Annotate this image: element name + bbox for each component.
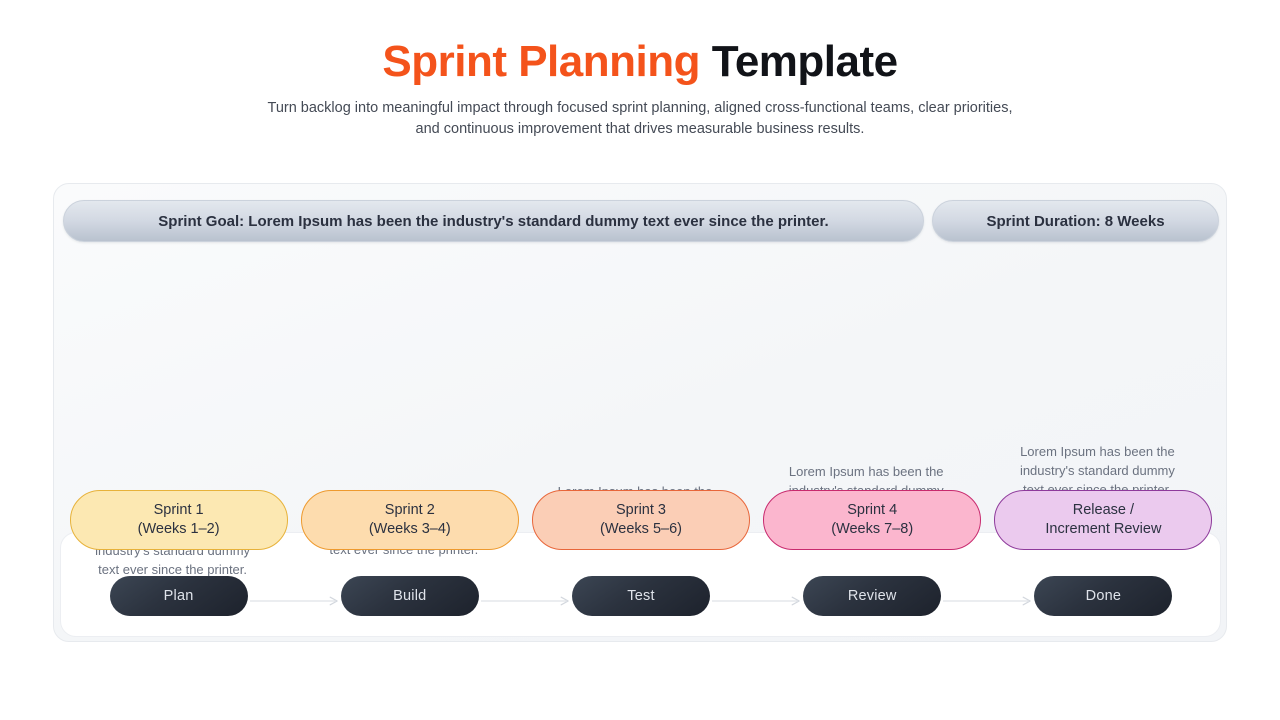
stage-pill[interactable]: Test bbox=[572, 576, 710, 616]
sprint-column: Lorem Ipsum has been the industry's stan… bbox=[988, 250, 1219, 630]
sprint-description: Lorem Ipsum has been the industry's stan… bbox=[1019, 444, 1175, 497]
stage-pill-label: Plan bbox=[163, 588, 194, 604]
sprint-pill-line1: Release / bbox=[1072, 501, 1135, 518]
stage-pill[interactable]: Review bbox=[803, 576, 942, 616]
banner-row: Sprint Goal: Lorem Ipsum has been the in… bbox=[63, 200, 1219, 242]
stage-pill-label: Build bbox=[393, 588, 427, 604]
sprint-goal-banner[interactable]: Sprint Goal: Lorem Ipsum has been the in… bbox=[63, 200, 924, 242]
sprint-board: Sprint Goal: Lorem Ipsum has been the in… bbox=[53, 183, 1227, 642]
sprint-pill[interactable]: Sprint 3 (Weeks 5–6) bbox=[532, 490, 750, 550]
stage-pill[interactable]: Plan bbox=[109, 576, 248, 616]
sprint-columns: Lorem Ipsum has been the industry's stan… bbox=[63, 250, 1219, 630]
sprint-pill-line2: Increment Review bbox=[1045, 521, 1162, 537]
stage-pill-label: Test bbox=[627, 588, 655, 604]
sprint-pill-line2: (Weeks 5–6) bbox=[600, 521, 682, 537]
sprint-pill[interactable]: Sprint 2 (Weeks 3–4) bbox=[300, 490, 519, 550]
sprint-column: Lorem Ipsum has been the industry's stan… bbox=[63, 250, 338, 630]
sprint-pill-line2: (Weeks 7–8) bbox=[831, 521, 914, 537]
page-title-accent: Sprint Planning bbox=[382, 37, 700, 86]
page-title: Sprint Planning Template bbox=[0, 40, 1280, 84]
stage-pill-label: Done bbox=[1085, 588, 1122, 604]
sprint-pill-line1: Sprint 1 bbox=[153, 501, 204, 518]
sprint-pill[interactable]: Sprint 1 (Weeks 1–2) bbox=[69, 490, 288, 550]
sprint-pill-line1: Sprint 3 bbox=[616, 501, 666, 518]
sprint-pill[interactable]: Release / Increment Review bbox=[994, 490, 1213, 550]
sprint-pill-line1: Sprint 2 bbox=[384, 501, 435, 518]
page-header: Sprint Planning Template Turn backlog in… bbox=[0, 0, 1280, 140]
stage-pill[interactable]: Build bbox=[340, 576, 479, 616]
sprint-column: Lorem Ipsum has been the industry's stan… bbox=[525, 250, 800, 630]
sprint-column: Lorem Ipsum has been the industry's stan… bbox=[757, 250, 1031, 630]
sprint-pill[interactable]: Sprint 4 (Weeks 7–8) bbox=[763, 490, 982, 550]
page-title-rest: Template bbox=[699, 37, 898, 86]
page-subtitle: Turn backlog into meaningful impact thro… bbox=[267, 100, 1013, 138]
stage-pill[interactable]: Done bbox=[1034, 576, 1173, 616]
sprint-pill-line2: (Weeks 1–2) bbox=[137, 521, 220, 537]
stage-pill-label: Review bbox=[847, 588, 897, 604]
sprint-duration-banner[interactable]: Sprint Duration: 8 Weeks bbox=[932, 200, 1219, 242]
sprint-column: Lorem Ipsum has been the industry's stan… bbox=[294, 250, 569, 630]
sprint-pill-line2: (Weeks 3–4) bbox=[368, 521, 451, 537]
sprint-pill-line1: Sprint 4 bbox=[847, 501, 898, 518]
